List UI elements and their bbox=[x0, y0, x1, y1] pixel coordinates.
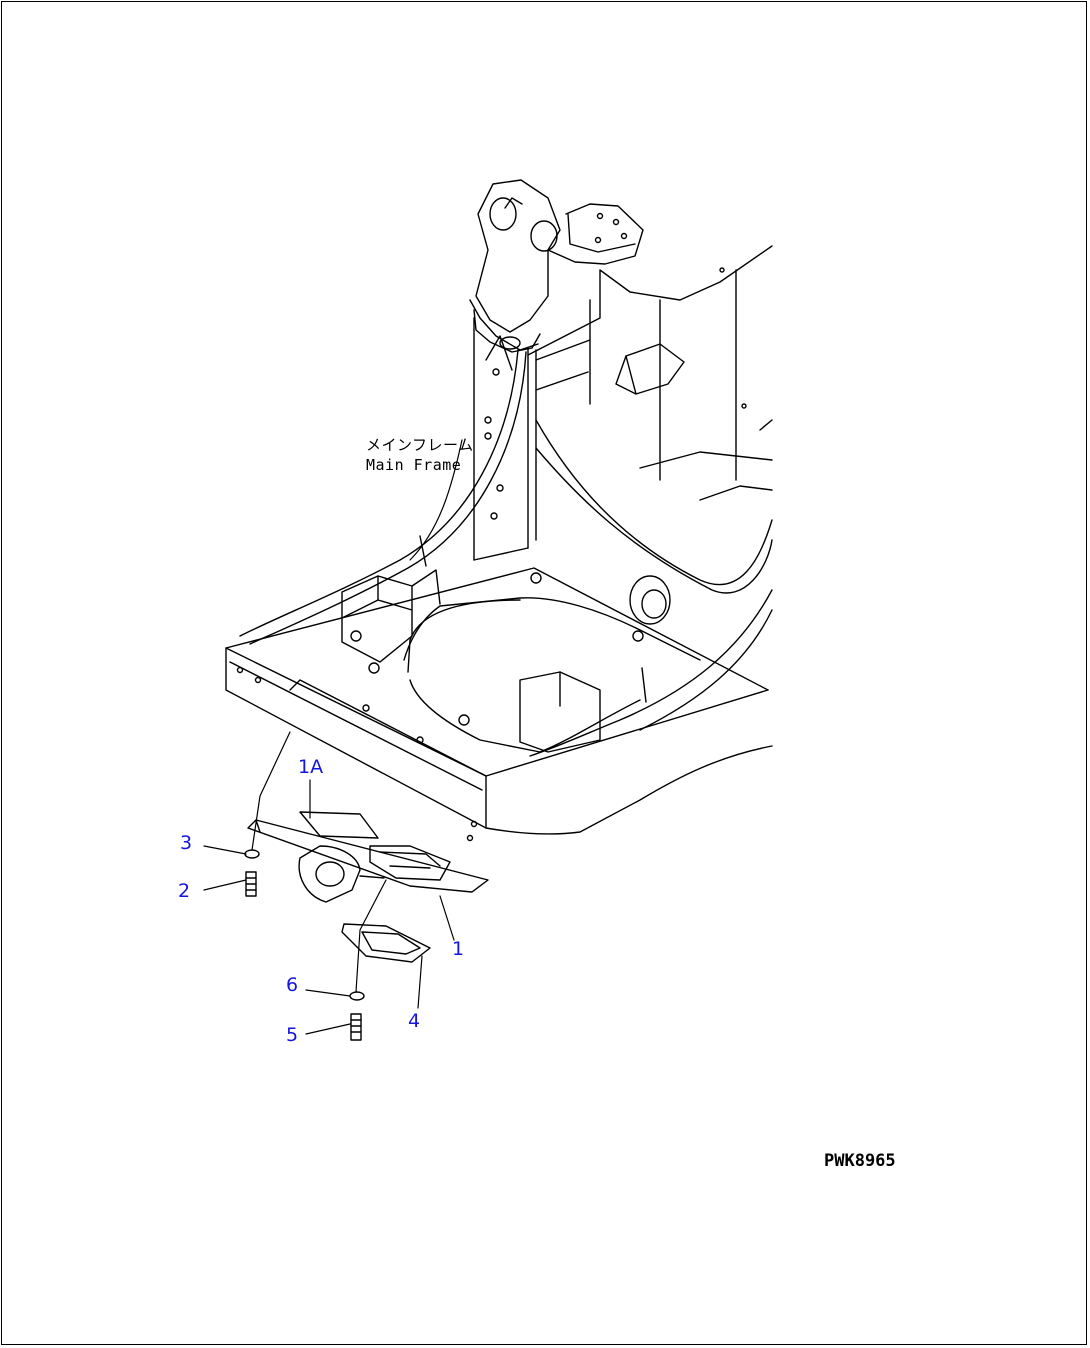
main-frame-side-plate bbox=[473, 245, 773, 561]
bolt-washer-upper bbox=[244, 849, 260, 897]
bolt-washer-lower bbox=[349, 991, 365, 1041]
main-frame-pivot-bracket bbox=[469, 179, 644, 353]
assembly-guide-lines bbox=[251, 731, 423, 1009]
step-plate-part bbox=[247, 811, 489, 903]
leader-lines bbox=[203, 439, 463, 1035]
callout-3: 3 bbox=[180, 832, 193, 854]
cover-plate-part bbox=[341, 923, 431, 963]
callout-2: 2 bbox=[178, 880, 191, 902]
figure-id: PWK8965 bbox=[824, 1151, 896, 1171]
main-frame-floor bbox=[225, 535, 773, 842]
main-frame-label-en: Main Frame bbox=[366, 456, 462, 474]
main-frame-label-jp: メインフレーム bbox=[366, 436, 474, 454]
callout-4: 4 bbox=[408, 1010, 421, 1032]
callout-6: 6 bbox=[286, 974, 299, 996]
main-frame-fender-curve bbox=[239, 349, 773, 757]
callout-5: 5 bbox=[286, 1024, 299, 1046]
callout-1a: 1A bbox=[298, 756, 324, 778]
callout-1: 1 bbox=[452, 938, 465, 960]
